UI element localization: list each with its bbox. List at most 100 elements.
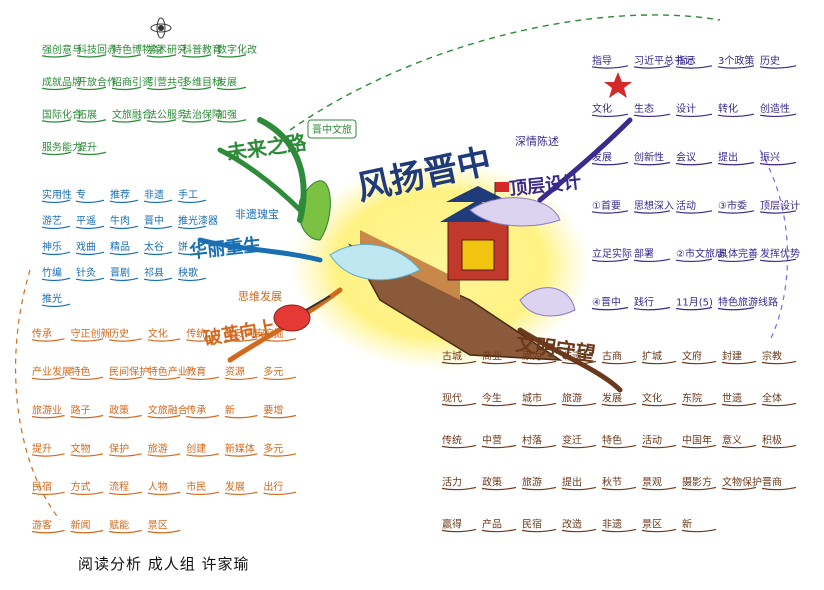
footer-caption: 阅读分析 成人组 许家瑜 (78, 555, 250, 573)
leaf-label: 针灸 (76, 266, 96, 279)
leaf-label: 转化 (718, 102, 738, 115)
leaf-label: 非遗 (562, 349, 582, 362)
leaf-line (147, 376, 181, 381)
leaf-line (216, 86, 247, 91)
leaf-label: 传承 (186, 405, 206, 417)
leaf-line (675, 306, 713, 311)
leaf-label: ②市文旅局 (676, 247, 725, 260)
leaf-line (143, 225, 173, 230)
leaf-label: 原为 (522, 350, 542, 362)
leaf-line (41, 303, 71, 308)
leaf-line (761, 402, 797, 407)
leaf-line (681, 402, 717, 407)
leaf-line (263, 376, 297, 381)
leaf-line (31, 376, 65, 381)
leaf-label: 戏曲 (76, 241, 96, 253)
leaf-line (109, 199, 139, 204)
leaf-label: 赋能 (109, 519, 129, 532)
leaf-line (224, 453, 258, 457)
leaf-label: 振兴 (760, 151, 780, 164)
leaf-line (146, 119, 177, 123)
leaf-label: 手工 (178, 188, 198, 201)
leaf-line (761, 444, 797, 449)
leaf-line (41, 86, 72, 91)
leaf-label: 景观 (642, 476, 662, 488)
leaf-line (441, 402, 477, 407)
leaf-line (601, 444, 637, 449)
leaf-label: 景区 (642, 518, 662, 530)
leaf-line (675, 258, 713, 263)
leaf-line (186, 376, 219, 381)
leaf-line (481, 402, 517, 407)
leaf-label: 部署 (634, 247, 654, 260)
leaf-line (109, 225, 139, 230)
leaf-label: 古商 (602, 349, 622, 362)
leaf-label: 全体 (762, 391, 782, 404)
leaf-label: 推光漆器 (178, 214, 218, 227)
leaf-line (147, 453, 181, 457)
leaf-label: 活力 (442, 475, 462, 488)
leaf-line (675, 65, 713, 69)
leaf-line (111, 119, 142, 123)
leaf-line (641, 444, 677, 449)
leaf-label: 晋商 (762, 475, 782, 488)
leaf-line (109, 453, 142, 457)
leaf-label: 11月(5) (676, 297, 713, 309)
leaf-label: 提出 (562, 475, 582, 488)
leaf-label: 文府 (682, 349, 702, 362)
leaf-line (721, 360, 757, 365)
leaf-label: 思想深入 (634, 199, 674, 212)
branch-culture: 文明守望古城商业原为非遗古商扩城文府封建宗教现代今生城市旅游发展文化东院世遗全体… (441, 331, 797, 533)
leaf-label: 饼 (178, 240, 188, 253)
leaf-line (717, 210, 755, 214)
leaf-line (147, 414, 181, 419)
leaf-line (31, 529, 65, 534)
leaf-line (31, 491, 65, 496)
leaf-line (181, 54, 212, 58)
leaf-line (146, 54, 177, 58)
atom-icon (150, 17, 172, 39)
leaf-label: 平遥 (76, 214, 96, 227)
leaf-label: 推光 (42, 292, 62, 305)
leaf-label: 旅游 (522, 475, 542, 488)
leaf-label: 守正创新 (71, 327, 111, 340)
leaf-line (561, 444, 597, 449)
leaf-label: 指导 (592, 54, 612, 67)
leaf-label: 特色产业 (148, 365, 188, 378)
leaf-label: 立足实际 (592, 247, 632, 260)
leaf-line (177, 251, 207, 256)
leaf-line (759, 65, 797, 69)
leaf-label: 民宿 (32, 480, 52, 493)
leaf-line (675, 210, 713, 214)
leaf-label: 传统 (186, 327, 206, 340)
leaf-line (601, 528, 637, 533)
leaf-label: 太谷 (144, 240, 164, 253)
leaf-line (717, 258, 755, 263)
leaf-line (721, 486, 757, 491)
leaf-label: 教育 (186, 365, 206, 378)
leaf-line (147, 338, 181, 342)
leaf-line (70, 491, 104, 496)
leaf-label: 生态 (634, 102, 654, 115)
branch-future: 未来之路强创意与科技回赤特色博物馆学术研究科普教育数字化改成就品牌开放合作招商引… (41, 43, 309, 165)
center-stamp-box (307, 119, 357, 139)
leaf-label: 旅游 (148, 442, 168, 455)
leaf-line (76, 119, 107, 123)
leaf-label: 历史 (109, 328, 129, 340)
leaf-line (41, 199, 71, 204)
leaf-label: 新 (225, 404, 235, 417)
leaf-label: 商业 (482, 349, 502, 362)
leaf-line (216, 119, 247, 123)
leaf-label: 发展 (602, 391, 622, 404)
leaf-label: 特色博物馆 (112, 43, 162, 56)
leaf-line (633, 161, 671, 166)
leaf-label: 文旅融合 (112, 108, 152, 121)
leaf-line (717, 306, 755, 311)
leaf-line (633, 258, 671, 263)
leaf-line (31, 453, 65, 457)
leaf-line (111, 54, 142, 58)
leaf-label: 多元 (263, 442, 283, 455)
leaf-label: 精品 (110, 240, 130, 253)
leaf-line (759, 161, 797, 166)
